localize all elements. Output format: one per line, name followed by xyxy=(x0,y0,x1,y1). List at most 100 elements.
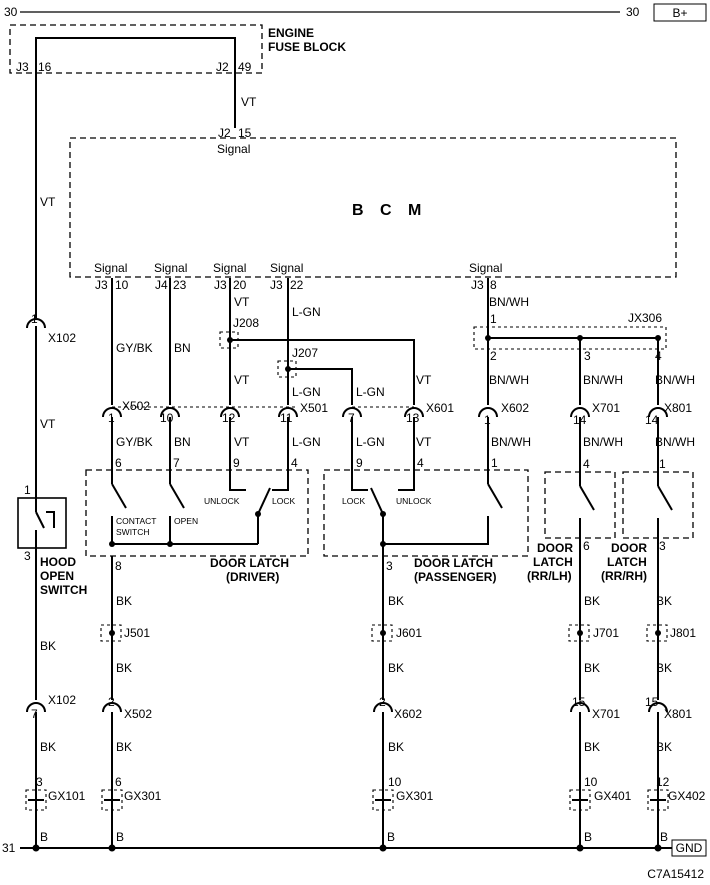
driver-pin9: 9 xyxy=(233,456,240,470)
figure-id: C7A15412 xyxy=(647,867,704,881)
driver-open-blade xyxy=(169,483,185,509)
gx402-pin: 12 xyxy=(656,775,670,789)
driver-contact-label-2: SWITCH xyxy=(116,527,150,537)
pass-lock-blade xyxy=(370,487,384,515)
wire-vt-label-2: VT xyxy=(40,195,56,209)
door-latch-driver xyxy=(85,469,309,557)
x602-bottom-label: X602 xyxy=(394,707,422,721)
fuse-pin-right-conn: J2 xyxy=(216,60,229,74)
jx306-splice-pack xyxy=(473,326,667,350)
rrlh-label-1: DOOR xyxy=(537,541,573,555)
jx306-dot-1 xyxy=(485,335,491,341)
wire-vt-label-4: VT xyxy=(234,295,250,309)
x102-top-label: X102 xyxy=(48,331,76,345)
gnd-box xyxy=(671,839,707,857)
hood-open-switch-box xyxy=(17,497,67,549)
jx306-pin2: 2 xyxy=(490,349,497,363)
x801-pin15: 15 xyxy=(645,695,659,709)
wire-lgn-label-3: L-GN xyxy=(356,385,385,399)
x102-bottom-pin: 7 xyxy=(31,707,38,721)
rrrh-label-3: (RR/RH) xyxy=(601,569,647,583)
x502-pin10-connector xyxy=(160,407,180,418)
rrrh-label-1: DOOR xyxy=(611,541,647,555)
pass-door-common xyxy=(383,516,489,545)
bcm-pin-2-num: 23 xyxy=(173,278,187,292)
wire-bnwh-label-6: BN/WH xyxy=(583,435,623,449)
x801-bottom-label: X801 xyxy=(664,707,692,721)
pass-pin3: 3 xyxy=(386,559,393,573)
j801-label: J801 xyxy=(670,626,696,640)
x801-pin14: 14 xyxy=(645,413,659,427)
gx101-label: GX101 xyxy=(48,789,86,803)
wire-b-label-3: B xyxy=(387,830,395,844)
pass-pin4: 4 xyxy=(417,456,424,470)
wire-bk-label-l3: BK xyxy=(584,740,600,754)
ground-node-1 xyxy=(32,844,40,852)
wire-lgn-label-5: L-GN xyxy=(356,435,385,449)
pass-latch-label-1: DOOR LATCH xyxy=(414,556,493,570)
bcm-signal-2: Signal xyxy=(154,261,187,275)
bcm-pin-4-num: 22 xyxy=(290,278,304,292)
j601-label: J601 xyxy=(396,626,422,640)
driver-pin8: 8 xyxy=(115,559,122,573)
x701-pin14-connector xyxy=(570,407,590,418)
bcm-pin-5-conn: J3 xyxy=(471,278,484,292)
rrlh-blade xyxy=(579,485,595,511)
hood-pin-top: 1 xyxy=(24,483,31,497)
bcm-pin-3-conn: J3 xyxy=(214,278,227,292)
wire-bk-label-p3: BK xyxy=(388,740,404,754)
x502-pin10: 10 xyxy=(160,411,174,425)
bcm-top-conn: J2 xyxy=(218,126,231,140)
x502-pin2-connector xyxy=(102,702,122,713)
wire-bnwh-label-5: BN/WH xyxy=(491,435,531,449)
bcm-signal-1: Signal xyxy=(94,261,127,275)
gx301a-label: GX301 xyxy=(124,789,162,803)
x601-pin13: 13 xyxy=(406,411,420,425)
hood-label-3: SWITCH xyxy=(40,583,87,597)
gx301b-pin: 10 xyxy=(388,775,402,789)
wire-bnwh-label-3: BN/WH xyxy=(583,373,623,387)
wire-bk-label-p1: BK xyxy=(388,594,404,608)
rrrh-label-2: LATCH xyxy=(607,555,647,569)
driver-lock-blade xyxy=(257,487,271,515)
j207-label: J207 xyxy=(292,346,318,360)
x701-bottom-label: X701 xyxy=(592,707,620,721)
pass-lock-wire xyxy=(351,470,368,491)
gx301-pass-ground xyxy=(372,789,394,811)
wire-bn-label-2: BN xyxy=(174,435,191,449)
fuse-pin-right-num: 49 xyxy=(238,60,252,74)
bcm-pin-3-num: 20 xyxy=(233,278,247,292)
x601-pin13-connector xyxy=(404,407,424,418)
driver-pin4: 4 xyxy=(291,456,298,470)
fuse-internal-link xyxy=(35,37,236,76)
rrrh-pin-top: 1 xyxy=(659,457,666,471)
x601-pin7-connector xyxy=(342,407,362,418)
wire-vt-label-8: VT xyxy=(416,435,432,449)
rrrh-pin-bottom: 3 xyxy=(659,539,666,553)
bcm-pin-2-conn: J4 xyxy=(155,278,168,292)
wire-vt-label-6: VT xyxy=(416,373,432,387)
pass-lock-label: LOCK xyxy=(342,496,365,506)
wire-bnwh-label-1: BN/WH xyxy=(489,295,529,309)
wire-bk-label-r1: BK xyxy=(656,594,672,608)
fuse-block-title-2: FUSE BLOCK xyxy=(268,40,346,54)
driver-bus-dot-2 xyxy=(167,541,173,547)
battery-label: B+ xyxy=(672,6,687,20)
wire-bk-label-g1: BK xyxy=(40,740,56,754)
x102-top-connector xyxy=(26,318,46,329)
wire-gybk-label-2: GY/BK xyxy=(116,435,153,449)
gx301b-label: GX301 xyxy=(396,789,434,803)
wire-bk-label-r2: BK xyxy=(656,661,672,675)
wire-lgn-label-1: L-GN xyxy=(292,305,321,319)
x501-label: X501 xyxy=(300,401,328,415)
jx306-label: JX306 xyxy=(628,311,662,325)
wire-bk-label-d2: BK xyxy=(116,661,132,675)
jx306-pin1: 1 xyxy=(490,312,497,326)
hood-pin-bottom: 3 xyxy=(24,549,31,563)
driver-open-label: OPEN xyxy=(174,516,198,526)
x502-pin2: 2 xyxy=(108,695,115,709)
x501-pin12: 12 xyxy=(222,411,236,425)
pass-bus-dot xyxy=(380,541,386,547)
ground-node-4 xyxy=(576,844,584,852)
